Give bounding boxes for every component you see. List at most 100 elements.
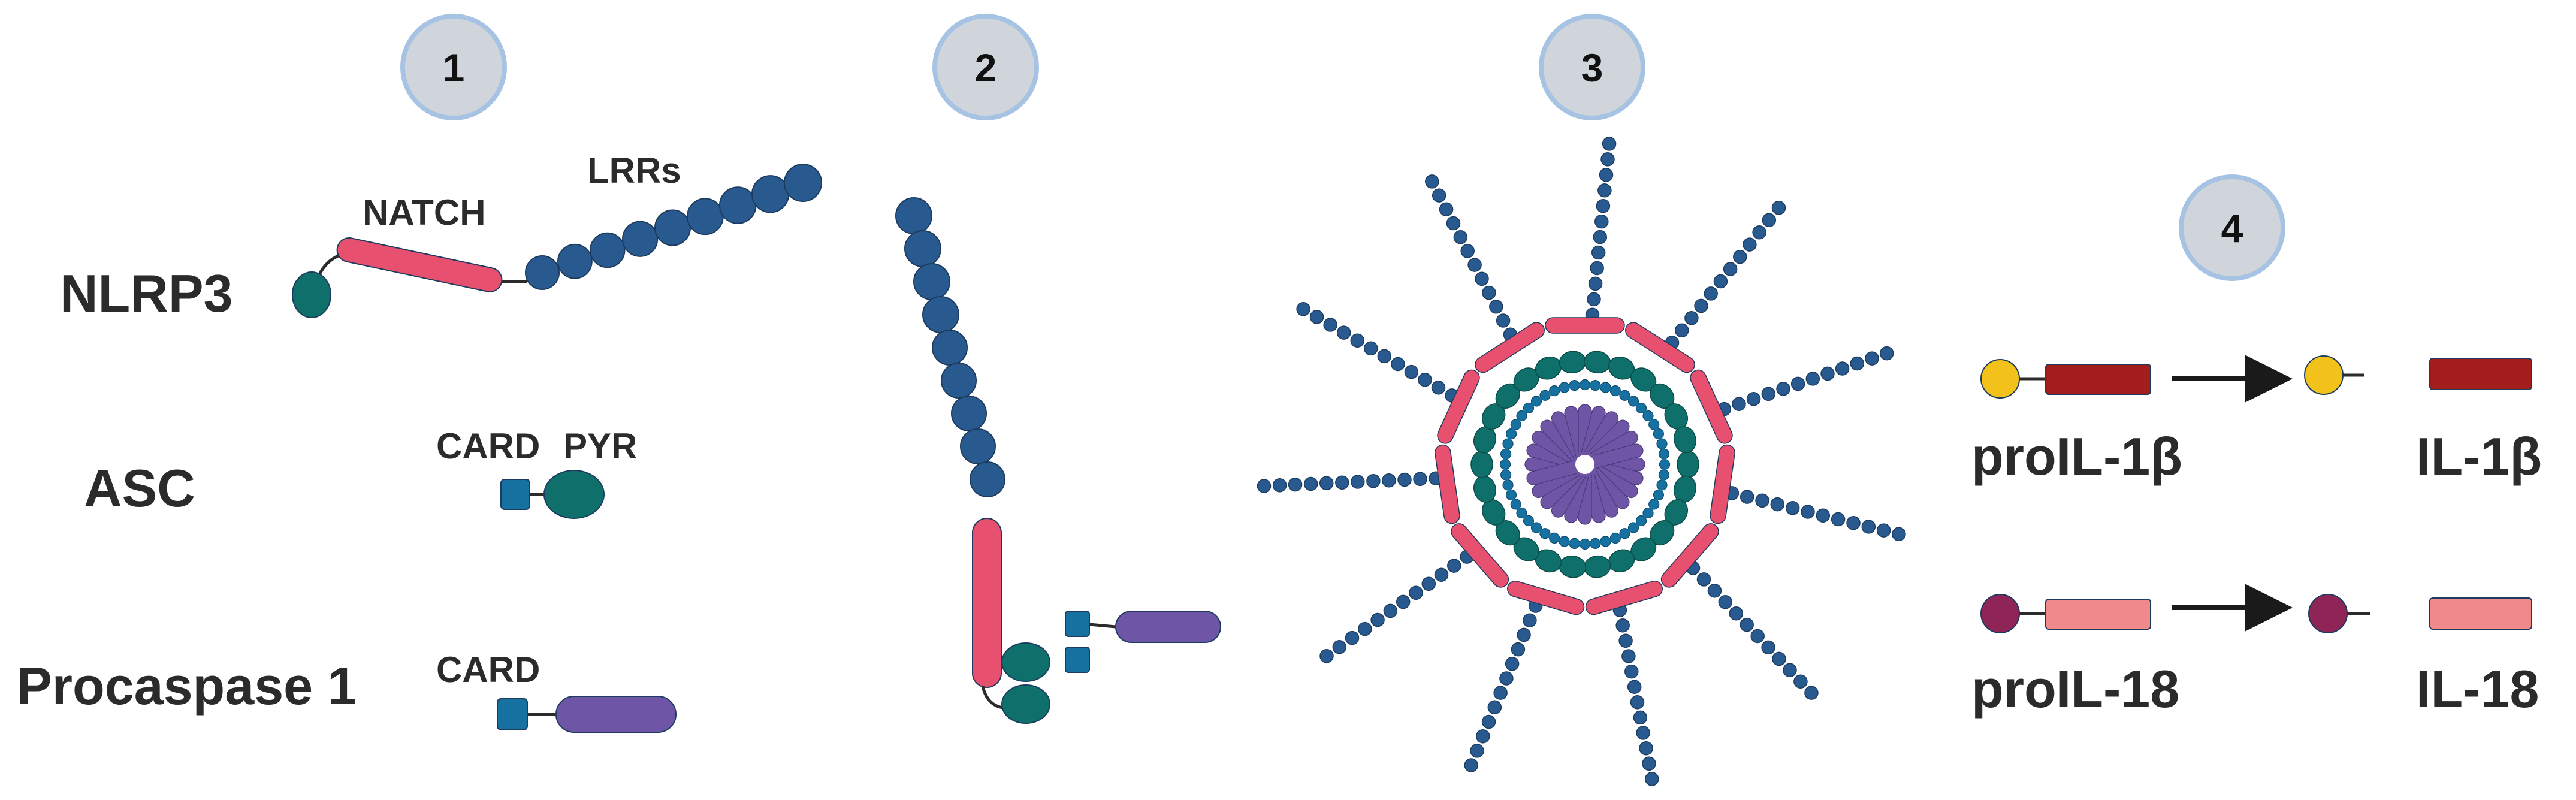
ring-pyr-bead xyxy=(1584,555,1611,578)
center-hub xyxy=(1573,452,1597,476)
asc-pyr-domain xyxy=(543,470,605,519)
lrr-bead xyxy=(557,243,593,279)
spoke-lrr-bead xyxy=(1783,663,1797,678)
spoke-lrr-bead xyxy=(1831,512,1846,527)
spoke-lrr-bead xyxy=(1464,758,1479,772)
spoke-lrr-bead xyxy=(1597,183,1612,198)
activated-pyr-domain-a xyxy=(1001,642,1050,682)
spoke-lrr-bead xyxy=(1467,258,1482,272)
spoke-lrr-bead xyxy=(1432,188,1446,203)
lrr-bead xyxy=(751,175,790,213)
spoke-lrr-bead xyxy=(1746,391,1761,406)
spoke-lrr-bead xyxy=(1790,376,1805,391)
ring-natch-segment xyxy=(1585,580,1663,615)
spoke-lrr-bead xyxy=(1425,174,1439,189)
spoke-lrr-bead xyxy=(1713,274,1728,289)
spoke-lrr-bead xyxy=(1892,527,1906,542)
step-2-badge: 2 xyxy=(932,14,1039,120)
lrr-bead xyxy=(951,396,987,431)
spoke-lrr-bead xyxy=(1496,313,1511,328)
asc-card-domain xyxy=(500,479,530,510)
pro-il18-prodomain xyxy=(1980,594,2020,633)
spoke-lrr-bead xyxy=(1345,630,1360,645)
ring-pyr-bead xyxy=(1677,451,1699,478)
spoke-lrr-bead xyxy=(1835,361,1850,376)
lrrs-label: LRRs xyxy=(587,150,681,191)
spoke-lrr-bead xyxy=(1431,381,1446,395)
step-1-number: 1 xyxy=(443,46,465,90)
spoke-lrr-bead xyxy=(1618,633,1633,648)
spoke-lrr-bead xyxy=(1793,674,1808,689)
ring-natch-segment xyxy=(1710,444,1735,524)
ring-pyr-bead xyxy=(1559,351,1586,374)
spoke-lrr-bead xyxy=(1319,649,1334,663)
lrr-bead xyxy=(622,221,659,257)
asc-label: ASC xyxy=(84,458,195,518)
step-2-number: 2 xyxy=(975,46,997,90)
nlrp3-lrr-chain xyxy=(525,164,822,290)
step-3-badge: 3 xyxy=(1539,14,1645,120)
ring-pyr-bead xyxy=(1673,426,1697,454)
spoke-lrr-bead xyxy=(1446,216,1461,231)
lrr-bead xyxy=(654,209,691,246)
pro-il1b-label: proIL-1β xyxy=(1971,427,2182,486)
spoke-lrr-bead xyxy=(1723,262,1738,276)
activated-card-domain-b xyxy=(1065,647,1090,673)
spoke-lrr-bead xyxy=(1351,475,1365,489)
spoke-lrr-bead xyxy=(1740,617,1754,632)
spoke-lrr-bead xyxy=(1740,490,1754,504)
procaspase-caspase-domain xyxy=(555,696,677,733)
nlrp3-protein xyxy=(292,164,822,318)
spoke-lrr-bead xyxy=(1639,741,1653,756)
il18-prodomain-released xyxy=(2308,594,2348,633)
lrr-bead xyxy=(784,164,822,202)
lrr-bead xyxy=(913,263,950,300)
spoke-lrr-bead xyxy=(1642,756,1656,771)
activated-nlrp3 xyxy=(895,197,1221,724)
spoke-lrr-bead xyxy=(1397,472,1412,487)
spoke-lrr-bead xyxy=(1413,472,1427,487)
spoke-lrr-bead xyxy=(1309,310,1324,324)
spoke-lrr-bead xyxy=(1499,671,1514,686)
spoke-lrr-bead xyxy=(1621,649,1636,663)
ring-natch-segment xyxy=(1437,369,1480,444)
lrr-bead xyxy=(941,363,977,399)
procaspase-1-protein xyxy=(497,696,677,733)
spoke-lrr-bead xyxy=(1785,501,1800,515)
ring-natch-segment xyxy=(1690,369,1733,444)
spoke-lrr-bead xyxy=(1820,366,1835,381)
nlrp3-label: NLRP3 xyxy=(60,264,233,323)
spoke-lrr-bead xyxy=(1421,576,1436,591)
step-4-number: 4 xyxy=(2221,206,2243,250)
spoke-lrr-bead xyxy=(1743,237,1757,252)
spoke-lrr-bead xyxy=(1323,318,1337,332)
activated-card-domain-a xyxy=(1065,611,1090,637)
lrr-bead xyxy=(922,296,959,333)
spoke-lrr-bead xyxy=(1684,311,1699,325)
lrr-bead xyxy=(719,186,757,224)
spoke-lrr-bead xyxy=(1587,292,1601,307)
spoke-lrr-bead xyxy=(1645,772,1659,786)
lrr-bead xyxy=(932,330,968,366)
spoke-lrr-bead xyxy=(1588,276,1603,291)
spoke-lrr-bead xyxy=(1257,479,1272,493)
spoke-lrr-bead xyxy=(1382,473,1396,488)
spoke-lrr-bead xyxy=(1761,387,1776,401)
il18-label: IL-18 xyxy=(2416,659,2539,719)
ring-natch-segment xyxy=(1475,322,1545,373)
spoke-lrr-bead xyxy=(1602,137,1617,151)
spoke-lrr-bead xyxy=(1391,357,1405,372)
procaspase-card-label: CARD xyxy=(436,650,540,690)
spoke-lrr-bead xyxy=(1596,198,1611,213)
spoke-lrr-bead xyxy=(1696,572,1711,587)
lrr-bead xyxy=(895,197,932,234)
spoke-lrr-bead xyxy=(1358,621,1372,636)
ring-natch-segment xyxy=(1451,523,1509,588)
spoke-lrr-bead xyxy=(1879,346,1894,361)
spoke-lrr-bead xyxy=(1303,476,1318,491)
ring-card-line xyxy=(1503,383,1666,546)
spoke-lrr-bead xyxy=(1470,744,1484,758)
spoke-lrr-bead xyxy=(1805,372,1820,386)
inflammasome-complex xyxy=(1257,137,1906,786)
